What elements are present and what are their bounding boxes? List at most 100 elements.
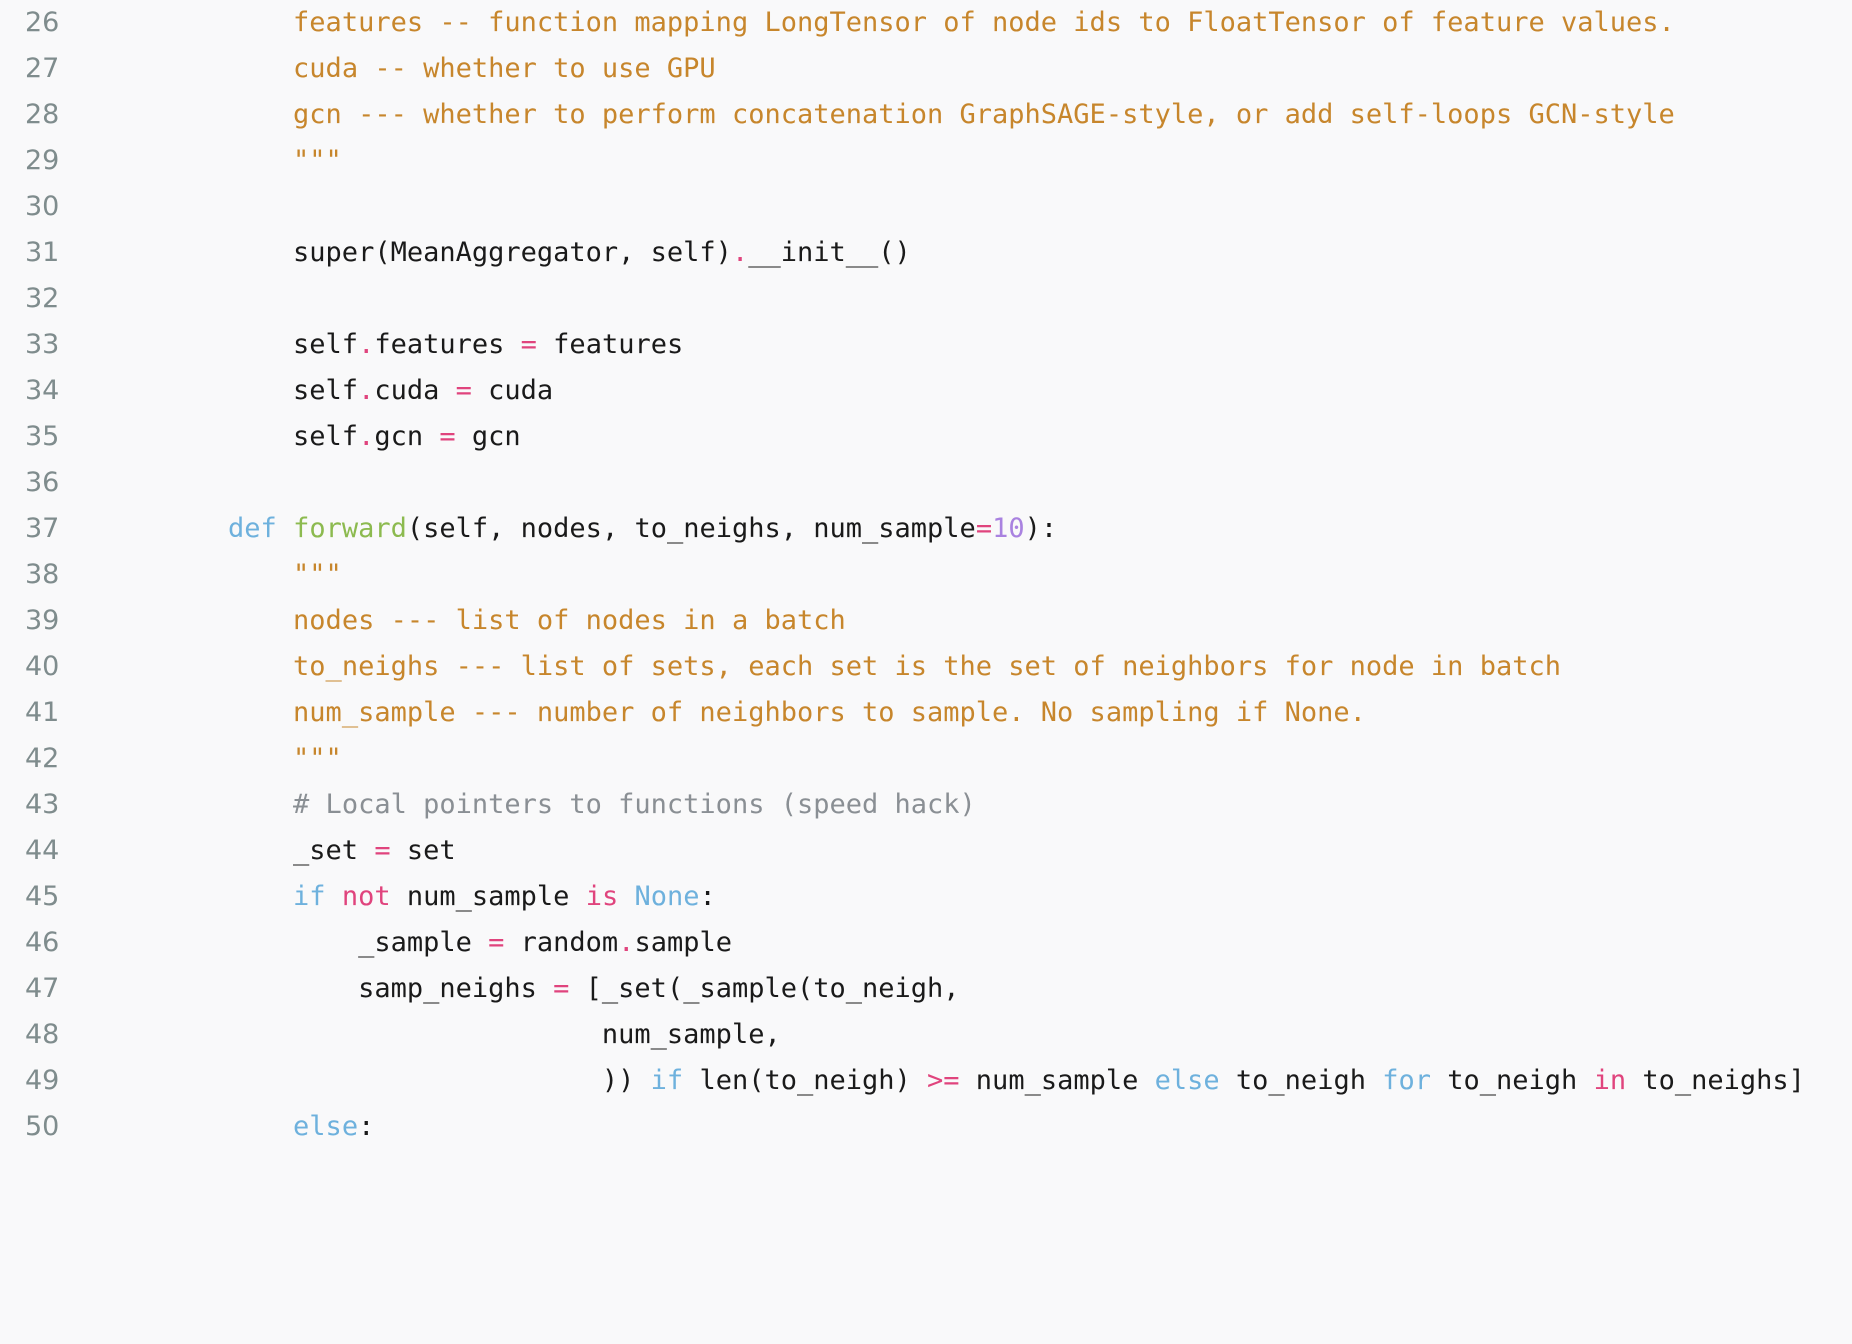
token-plain bbox=[163, 559, 293, 590]
line-content[interactable]: _sample = random.sample bbox=[150, 920, 1852, 966]
line-content[interactable]: self.cuda = cuda bbox=[150, 368, 1852, 414]
token-plain: self bbox=[163, 329, 359, 360]
token-plain: self bbox=[163, 375, 359, 406]
line-content[interactable]: super(MeanAggregator, self).__init__() bbox=[150, 230, 1852, 276]
token-plain: _sample bbox=[163, 927, 489, 958]
token-plain bbox=[163, 99, 293, 130]
line-content[interactable]: # Local pointers to functions (speed hac… bbox=[150, 782, 1852, 828]
code-line[interactable]: 34 self.cuda = cuda bbox=[0, 368, 1852, 414]
line-content[interactable]: else: bbox=[150, 1104, 1852, 1150]
line-content[interactable]: cuda -- whether to use GPU bbox=[150, 46, 1852, 92]
line-number: 48 bbox=[25, 1019, 60, 1050]
line-number: 27 bbox=[25, 53, 60, 84]
token-keyword: for bbox=[1382, 1065, 1431, 1096]
token-doc: features -- function mapping LongTensor … bbox=[293, 7, 1675, 38]
token-plain: to_neigh bbox=[1431, 1065, 1594, 1096]
token-plain bbox=[163, 881, 293, 912]
line-number: 37 bbox=[25, 513, 60, 544]
code-line[interactable]: 37 def forward(self, nodes, to_neighs, n… bbox=[0, 506, 1852, 552]
code-line[interactable]: 45 if not num_sample is None: bbox=[0, 874, 1852, 920]
token-plain: gcn bbox=[374, 421, 440, 452]
code-line[interactable]: 30 bbox=[0, 184, 1852, 230]
token-op: = bbox=[488, 927, 505, 958]
token-plain bbox=[163, 697, 293, 728]
token-doc: nodes --- list of nodes in a batch bbox=[293, 605, 846, 636]
line-number: 35 bbox=[25, 421, 60, 452]
line-content[interactable]: self.gcn = gcn bbox=[150, 414, 1852, 460]
code-line[interactable]: 35 self.gcn = gcn bbox=[0, 414, 1852, 460]
token-plain: num_sample, bbox=[163, 1019, 781, 1050]
code-line[interactable]: 46 _sample = random.sample bbox=[0, 920, 1852, 966]
line-content[interactable]: """ bbox=[150, 552, 1852, 598]
token-doc: """ bbox=[293, 743, 342, 774]
line-content[interactable]: samp_neighs = [_set(_sample(to_neigh, bbox=[150, 966, 1852, 1012]
line-number: 33 bbox=[25, 329, 60, 360]
token-builtin: set bbox=[390, 835, 456, 866]
code-line[interactable]: 43 # Local pointers to functions (speed … bbox=[0, 782, 1852, 828]
line-content[interactable]: nodes --- list of nodes in a batch bbox=[150, 598, 1852, 644]
code-line[interactable]: 31 super(MeanAggregator, self).__init__(… bbox=[0, 230, 1852, 276]
code-line[interactable]: 26 features -- function mapping LongTens… bbox=[0, 0, 1852, 46]
code-line[interactable]: 33 self.features = features bbox=[0, 322, 1852, 368]
token-op: . bbox=[358, 375, 375, 406]
token-op: not bbox=[341, 881, 391, 912]
line-content[interactable]: """ bbox=[150, 138, 1852, 184]
token-plain bbox=[277, 513, 293, 544]
line-content[interactable]: gcn --- whether to perform concatenation… bbox=[150, 92, 1852, 138]
token-plain: [_set(_sample(to_neigh, bbox=[569, 973, 960, 1004]
token-plain bbox=[163, 605, 293, 636]
token-plain: num_sample bbox=[959, 1065, 1155, 1096]
code-line[interactable]: 39 nodes --- list of nodes in a batch bbox=[0, 598, 1852, 644]
token-plain bbox=[163, 53, 293, 84]
line-content[interactable]: self.features = features bbox=[150, 322, 1852, 368]
line-number: 42 bbox=[25, 743, 60, 774]
token-doc: to_neighs --- list of sets, each set is … bbox=[293, 651, 1561, 682]
token-op: . bbox=[358, 421, 375, 452]
token-plain: self bbox=[163, 421, 359, 452]
code-line[interactable]: 40 to_neighs --- list of sets, each set … bbox=[0, 644, 1852, 690]
line-content[interactable]: features -- function mapping LongTensor … bbox=[150, 0, 1852, 46]
code-line[interactable]: 36 bbox=[0, 460, 1852, 506]
line-content[interactable]: to_neighs --- list of sets, each set is … bbox=[150, 644, 1852, 690]
line-number: 39 bbox=[25, 605, 60, 636]
token-keyword: if bbox=[650, 1065, 684, 1096]
code-line[interactable]: 48 num_sample, bbox=[0, 1012, 1852, 1058]
code-line[interactable]: 28 gcn --- whether to perform concatenat… bbox=[0, 92, 1852, 138]
line-content[interactable]: num_sample --- number of neighbors to sa… bbox=[150, 690, 1852, 736]
code-line[interactable]: 27 cuda -- whether to use GPU bbox=[0, 46, 1852, 92]
code-line[interactable]: 32 bbox=[0, 276, 1852, 322]
token-op: = bbox=[455, 375, 472, 406]
code-line[interactable]: 50 else: bbox=[0, 1104, 1852, 1150]
code-line[interactable]: 41 num_sample --- number of neighbors to… bbox=[0, 690, 1852, 736]
line-content[interactable]: num_sample, bbox=[150, 1012, 1852, 1058]
line-number: 38 bbox=[25, 559, 60, 590]
line-content[interactable]: )) if len(to_neigh) >= num_sample else t… bbox=[150, 1058, 1852, 1104]
token-num: 10 bbox=[992, 513, 1025, 544]
token-keyword: else bbox=[293, 1111, 359, 1142]
line-number: 31 bbox=[25, 237, 60, 268]
token-plain bbox=[326, 881, 342, 912]
token-keyword: else bbox=[1154, 1065, 1220, 1096]
token-op: >= bbox=[927, 1065, 960, 1096]
code-line[interactable]: 29 """ bbox=[0, 138, 1852, 184]
code-line[interactable]: 38 """ bbox=[0, 552, 1852, 598]
code-line[interactable]: 42 """ bbox=[0, 736, 1852, 782]
code-line[interactable]: 44 _set = set bbox=[0, 828, 1852, 874]
line-number: 40 bbox=[25, 651, 60, 682]
line-number: 50 bbox=[25, 1111, 60, 1142]
token-op: = bbox=[374, 835, 391, 866]
token-plain bbox=[163, 1111, 293, 1142]
line-content[interactable]: if not num_sample is None: bbox=[150, 874, 1852, 920]
token-func: forward bbox=[293, 513, 407, 544]
token-doc: gcn --- whether to perform concatenation… bbox=[293, 99, 1675, 130]
line-content[interactable]: """ bbox=[150, 736, 1852, 782]
token-plain: __init__() bbox=[748, 237, 911, 268]
code-line[interactable]: 47 samp_neighs = [_set(_sample(to_neigh, bbox=[0, 966, 1852, 1012]
line-content[interactable]: def forward(self, nodes, to_neighs, num_… bbox=[150, 506, 1852, 552]
code-line[interactable]: 49 )) if len(to_neigh) >= num_sample els… bbox=[0, 1058, 1852, 1104]
token-plain: num_sample bbox=[390, 881, 586, 912]
token-plain: to_neigh bbox=[1219, 1065, 1383, 1096]
token-op: = bbox=[553, 973, 570, 1004]
line-content[interactable]: _set = set bbox=[150, 828, 1852, 874]
